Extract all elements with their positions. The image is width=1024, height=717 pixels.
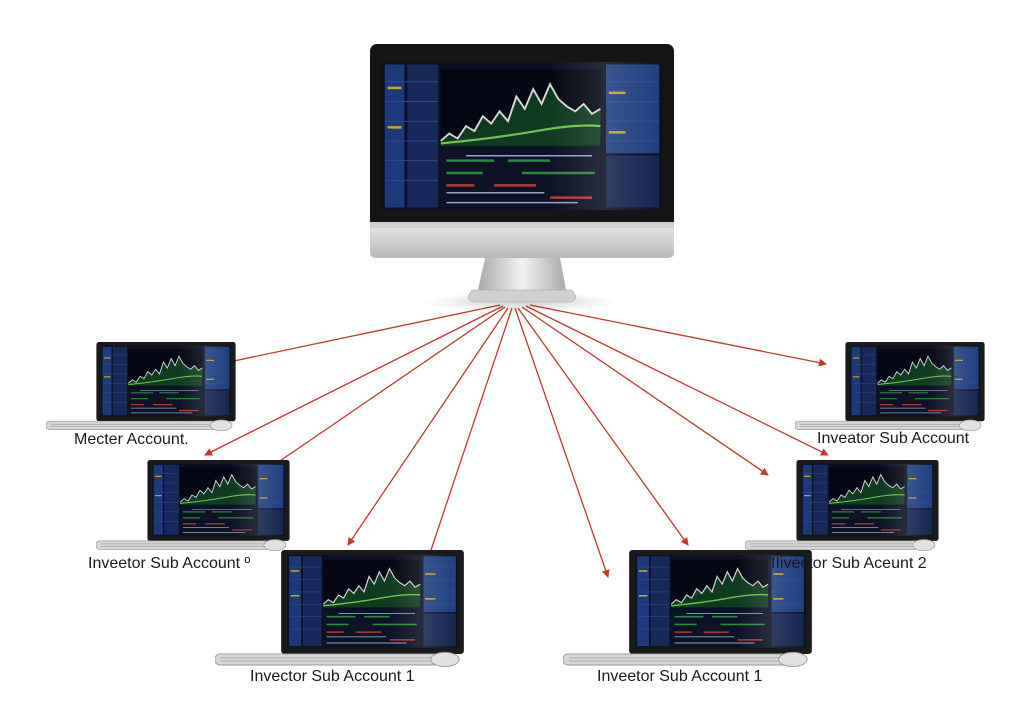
laptop-icon-a3 <box>96 460 290 551</box>
arrow-to-a3 <box>204 305 504 456</box>
master-trading-screen <box>382 62 662 210</box>
arrow-to-a5 <box>347 307 509 546</box>
account-label-a2: Inveator Sub Account <box>817 430 970 447</box>
desktop-monitor-icon <box>370 44 674 312</box>
laptop-icon-a5 <box>215 550 464 667</box>
laptop-icon-a4 <box>745 460 939 551</box>
account-label-a4: IIivector Sub Aceunt 2 <box>771 555 927 572</box>
laptop-icon-a2 <box>795 342 985 431</box>
arrow-to-a3b <box>254 306 506 479</box>
laptop-icon-a1 <box>46 342 236 431</box>
arrow-to-a6 <box>514 307 610 578</box>
connection-arrows <box>204 304 829 578</box>
arrow-to-a5b <box>420 307 513 578</box>
arrow-to-a4 <box>521 306 769 476</box>
arrow-to-a6b <box>517 307 689 546</box>
arrow-to-a4b <box>525 305 829 456</box>
arrow-to-a1 <box>209 304 501 369</box>
account-label-a6: Inveetor Sub Account 1 <box>597 668 763 685</box>
arrow-to-a2 <box>529 304 827 367</box>
account-label-a5: Invector Sub Account 1 <box>250 668 415 685</box>
account-label-a3: Inveetor Sub Account º <box>88 555 251 572</box>
account-label-a1: Mecter Account. <box>74 431 189 448</box>
